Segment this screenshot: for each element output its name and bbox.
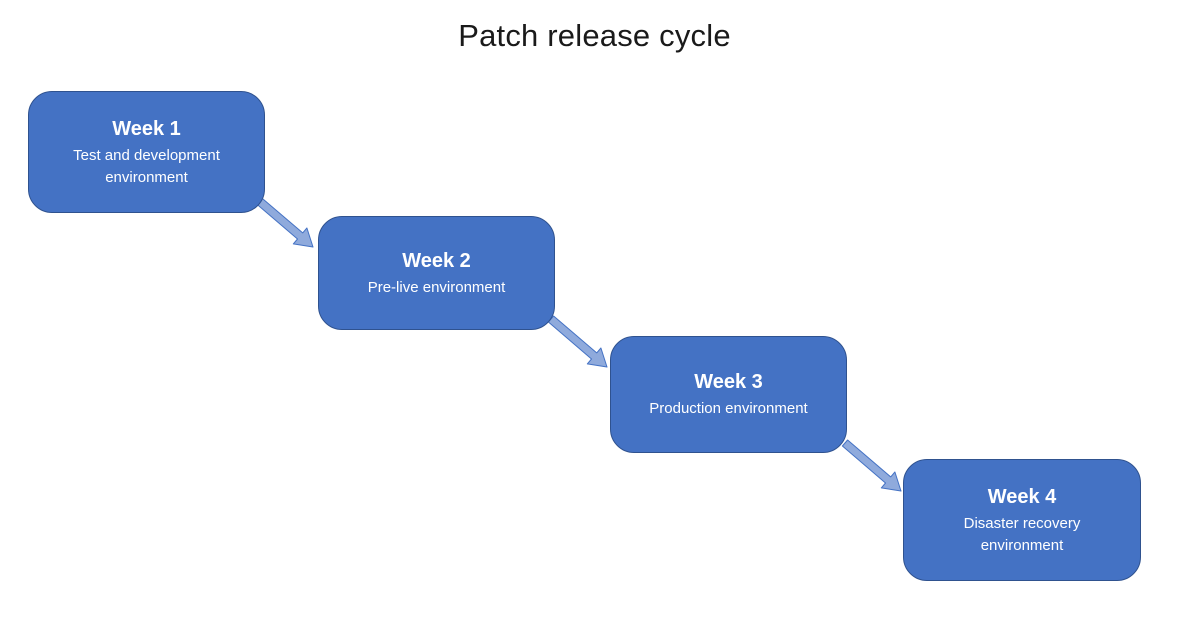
step-label: Week 2 xyxy=(402,249,471,272)
step-description: Pre-live environment xyxy=(367,278,506,296)
step-label: Week 4 xyxy=(987,485,1057,508)
step-description: Test and development environment xyxy=(73,146,220,186)
step-box-week2: Week 2 Pre-live environment xyxy=(318,216,555,330)
step-label: Week 3 xyxy=(694,371,763,394)
diagram-title: Patch release cycle xyxy=(458,18,731,53)
step-description: Disaster recovery environment xyxy=(963,514,1081,554)
step-box-week1: Week 1 Test and development environment xyxy=(28,91,265,213)
step-label: Week 1 xyxy=(112,117,181,140)
arrow-week1-to-week2 xyxy=(254,196,314,248)
arrow-week2-to-week3 xyxy=(547,315,608,368)
step-box-week4: Week 4 Disaster recovery environment xyxy=(903,459,1141,581)
arrow-week3-to-week4 xyxy=(841,439,902,492)
step-description: Production environment xyxy=(649,400,808,418)
step-box-week3: Week 3 Production environment xyxy=(610,336,847,453)
